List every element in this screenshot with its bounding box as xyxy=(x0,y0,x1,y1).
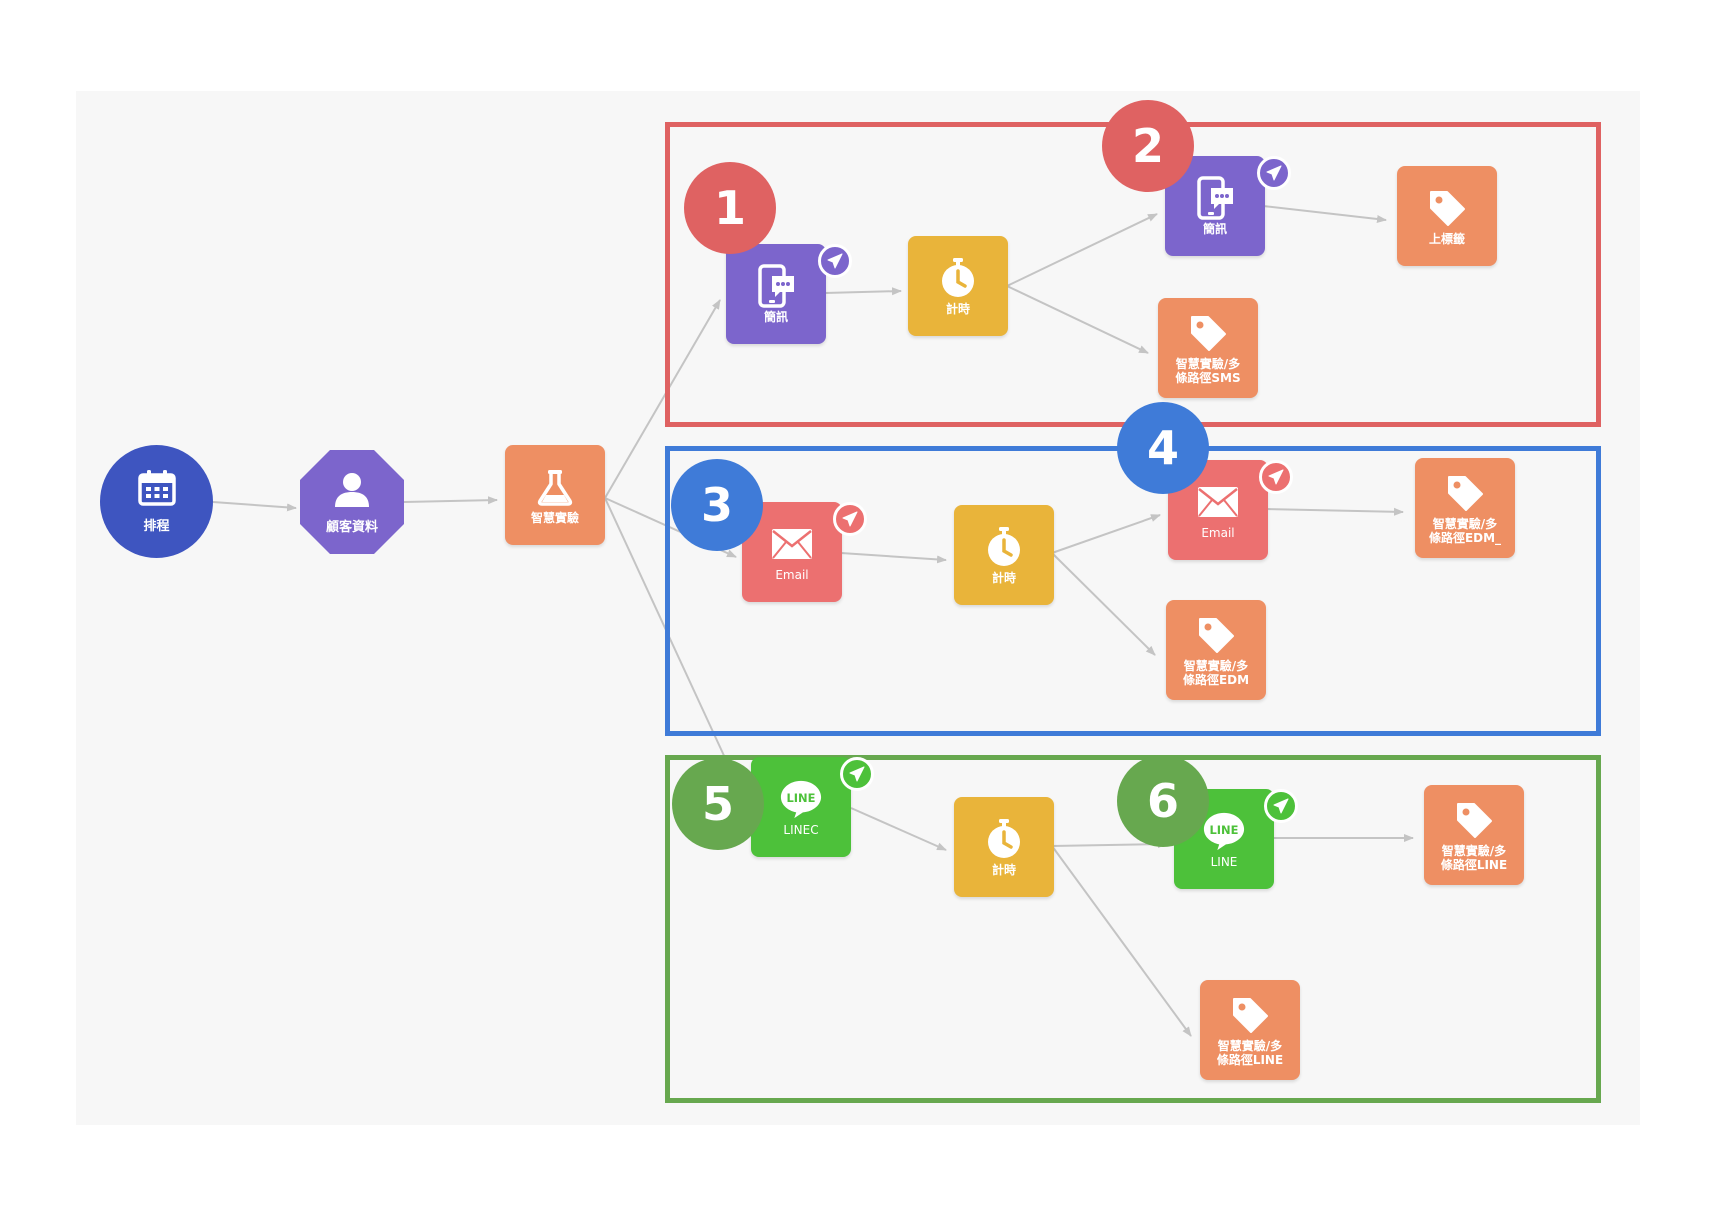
envelope-icon xyxy=(1196,480,1240,524)
customer-data-label: 顧客資料 xyxy=(325,519,378,535)
sms-node-1-label: 簡訊 xyxy=(763,310,788,324)
line-icon: LINE xyxy=(779,777,823,821)
smart-experiment-label: 智慧實驗 xyxy=(530,511,579,525)
line-node-1[interactable]: LINE LINEC xyxy=(751,757,851,857)
tag-icon xyxy=(1194,613,1238,657)
schedule-node[interactable]: 排程 xyxy=(100,445,213,558)
send-icon xyxy=(1257,156,1291,190)
email-node-1-label: Email xyxy=(775,568,809,582)
stopwatch-icon xyxy=(982,817,1026,861)
tag-node-edm-underscore[interactable]: 智慧實驗/多 條路徑EDM_ xyxy=(1415,458,1515,558)
tag-icon xyxy=(1425,186,1469,230)
send-icon xyxy=(1259,460,1293,494)
tag-icon xyxy=(1452,798,1496,842)
smart-experiment-node[interactable]: 智慧實驗 xyxy=(505,445,605,545)
schedule-label: 排程 xyxy=(143,519,170,534)
marker-6: 6 xyxy=(1117,755,1209,847)
line-icon: LINE xyxy=(1202,809,1246,853)
marker-1: 1 xyxy=(684,162,776,254)
line-node-1-label: LINEC xyxy=(783,823,819,837)
person-icon xyxy=(332,470,372,514)
tag-node-edm-line1: 智慧實驗/多 xyxy=(1183,659,1249,673)
customer-data-node[interactable]: 顧客資料 xyxy=(300,450,404,554)
send-icon xyxy=(818,244,852,278)
timer-node-1[interactable]: 計時 xyxy=(908,236,1008,336)
calendar-icon xyxy=(137,469,177,511)
marker-4: 4 xyxy=(1117,402,1209,494)
email-node-2-label: Email xyxy=(1201,526,1235,540)
marker-5: 5 xyxy=(672,758,764,850)
tag-node-edm-underscore-line1: 智慧實驗/多 xyxy=(1432,517,1498,531)
sms-node-2-label: 簡訊 xyxy=(1202,222,1227,236)
marker-3: 3 xyxy=(671,459,763,551)
svg-text:LINE: LINE xyxy=(786,791,815,805)
flow-canvas xyxy=(76,91,1640,1125)
tag-node-sms-path-line2: 條路徑SMS xyxy=(1175,371,1241,385)
tag-icon xyxy=(1186,311,1230,355)
send-icon xyxy=(840,757,874,791)
timer-node-3[interactable]: 計時 xyxy=(954,797,1054,897)
envelope-icon xyxy=(770,522,814,566)
timer-node-2[interactable]: 計時 xyxy=(954,505,1054,605)
tag-icon xyxy=(1228,993,1272,1037)
line-path-group xyxy=(665,755,1601,1103)
timer-node-1-label: 計時 xyxy=(945,302,970,316)
tag-node-add-label[interactable]: 上標籤 xyxy=(1397,166,1497,266)
tag-node-add-label-text: 上標籤 xyxy=(1428,232,1465,246)
phone-message-icon xyxy=(754,264,798,308)
tag-node-sms-path[interactable]: 智慧實驗/多 條路徑SMS xyxy=(1158,298,1258,398)
tag-node-line-1[interactable]: 智慧實驗/多 條路徑LINE xyxy=(1424,785,1524,885)
marker-2: 2 xyxy=(1102,100,1194,192)
sms-node-1[interactable]: 簡訊 xyxy=(726,244,826,344)
flask-icon xyxy=(533,465,577,509)
timer-node-2-label: 計時 xyxy=(991,571,1016,585)
tag-node-edm-line2: 條路徑EDM xyxy=(1182,673,1250,687)
phone-message-icon xyxy=(1193,176,1237,220)
line-node-2-label: LINE xyxy=(1210,855,1238,869)
tag-node-line-2-line2: 條路徑LINE xyxy=(1216,1053,1284,1067)
tag-node-edm-underscore-line2: 條路徑EDM_ xyxy=(1428,531,1502,545)
tag-icon xyxy=(1443,471,1487,515)
tag-node-line-1-line2: 條路徑LINE xyxy=(1440,858,1508,872)
tag-node-line-2[interactable]: 智慧實驗/多 條路徑LINE xyxy=(1200,980,1300,1080)
tag-node-sms-path-line1: 智慧實驗/多 xyxy=(1175,357,1241,371)
stopwatch-icon xyxy=(982,525,1026,569)
tag-node-edm[interactable]: 智慧實驗/多 條路徑EDM xyxy=(1166,600,1266,700)
send-icon xyxy=(1264,789,1298,823)
svg-text:LINE: LINE xyxy=(1209,823,1238,837)
tag-node-line-1-line1: 智慧實驗/多 xyxy=(1441,844,1507,858)
tag-node-line-2-line1: 智慧實驗/多 xyxy=(1217,1039,1283,1053)
stopwatch-icon xyxy=(936,256,980,300)
send-icon xyxy=(833,502,867,536)
timer-node-3-label: 計時 xyxy=(991,863,1016,877)
